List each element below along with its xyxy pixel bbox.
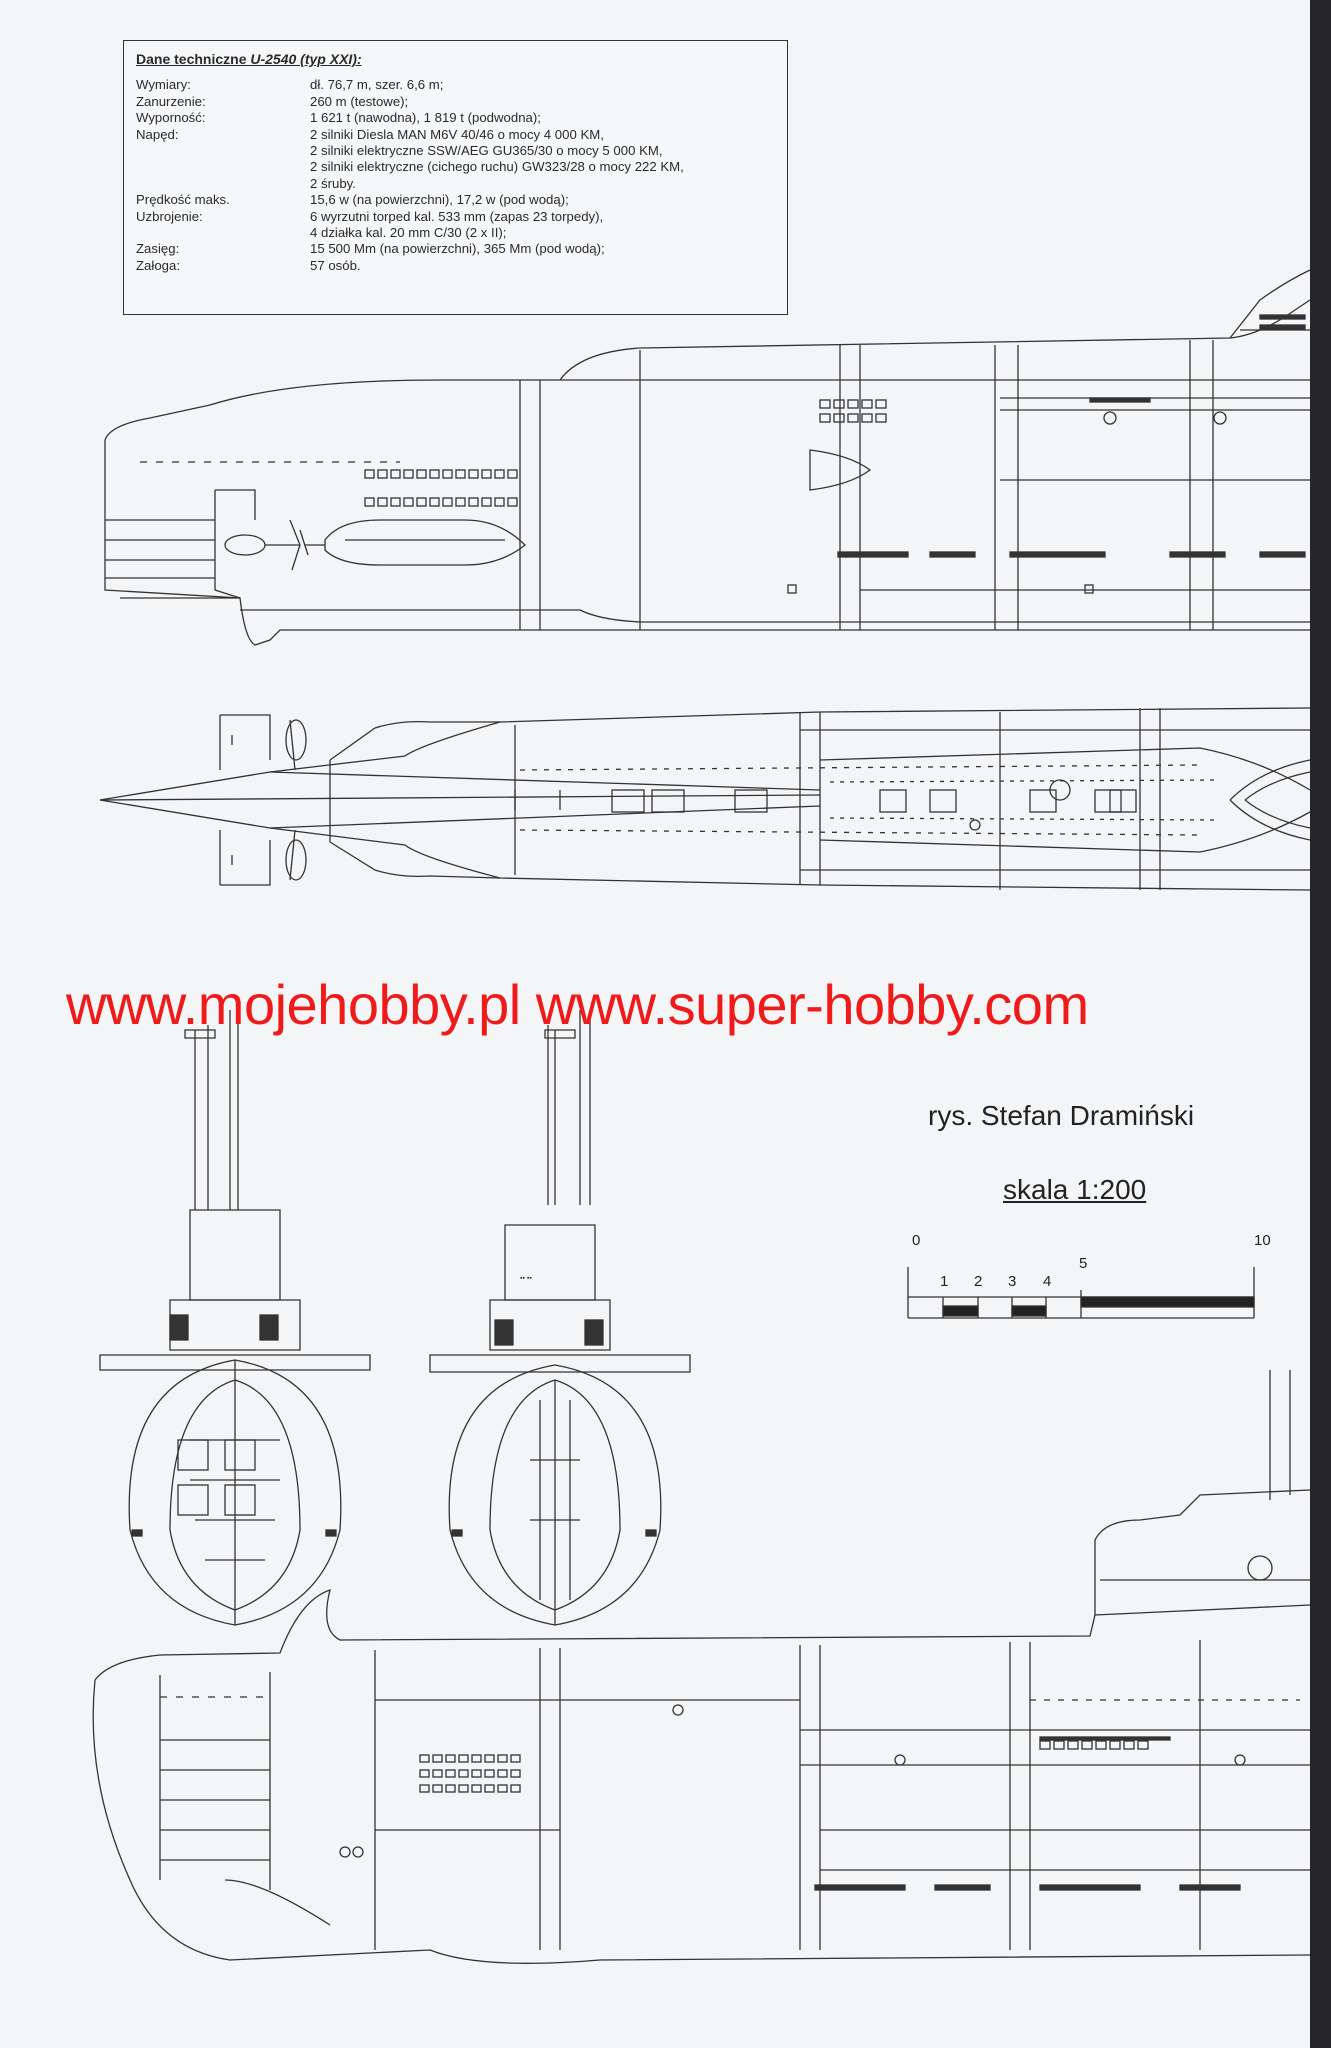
side-view-bow	[92, 1370, 1311, 1964]
spec-row-depth: Zanurzenie: 260 m (testowe);	[136, 93, 409, 109]
bow-vent-holes	[419, 1740, 1149, 1793]
scale-tick-5: 5	[1079, 1255, 1088, 1272]
front-view-right: ▪▪ ▪▪	[429, 1010, 691, 1626]
scale-title: skala 1:200	[1003, 1174, 1147, 1205]
scale-tick-2: 2	[974, 1273, 983, 1290]
top-hatches	[611, 779, 1137, 831]
spec-row-speed: Prędkość maks. 15,6 w (na powierzchni), …	[136, 192, 569, 208]
spec-row-range: Zasięg: 15 500 Mm (na powierzchni), 365 …	[136, 241, 605, 257]
spec-row-dimensions: Wymiary: dł. 76,7 m, szer. 6,6 m;	[136, 77, 444, 93]
spec-row-crew: Załoga: 57 osób.	[136, 257, 361, 273]
side-view-stern	[104, 269, 1311, 646]
scale-tick-0: 0	[912, 1232, 921, 1249]
side-vent-holes	[364, 399, 887, 507]
front-view-left	[99, 1010, 371, 1626]
page-edge	[1310, 0, 1331, 2048]
author-credit: rys. Stefan Dramiński	[928, 1100, 1195, 1131]
scale-tick-3: 3	[1008, 1273, 1017, 1290]
svg-text:▪▪ ▪▪: ▪▪ ▪▪	[520, 1275, 532, 1282]
spec-row-armament: Uzbrojenie: 6 wyrzutni torped kal. 533 m…	[136, 208, 604, 241]
watermark: www.mojehobby.pl www.super-hobby.com	[66, 973, 1089, 1036]
spec-box: Dane techniczne U-2540 (typ XXI): Wymiar…	[123, 40, 788, 315]
scale-tick-1: 1	[940, 1273, 949, 1290]
side-dark-strips	[837, 314, 1306, 558]
scale-bar	[907, 1267, 1255, 1319]
top-view	[99, 707, 1311, 891]
spec-row-propulsion: Napęd: 2 silniki Diesla MAN M6V 40/46 o …	[136, 126, 684, 191]
bow-dark-strips	[814, 1736, 1241, 1891]
scale-tick-10: 10	[1254, 1232, 1271, 1249]
spec-title: Dane techniczne U-2540 (typ XXI):	[136, 51, 362, 67]
scale-tick-4: 4	[1043, 1273, 1052, 1290]
spec-row-displacement: Wyporność: 1 621 t (nawodna), 1 819 t (p…	[136, 110, 541, 126]
stern-propeller	[224, 519, 526, 571]
